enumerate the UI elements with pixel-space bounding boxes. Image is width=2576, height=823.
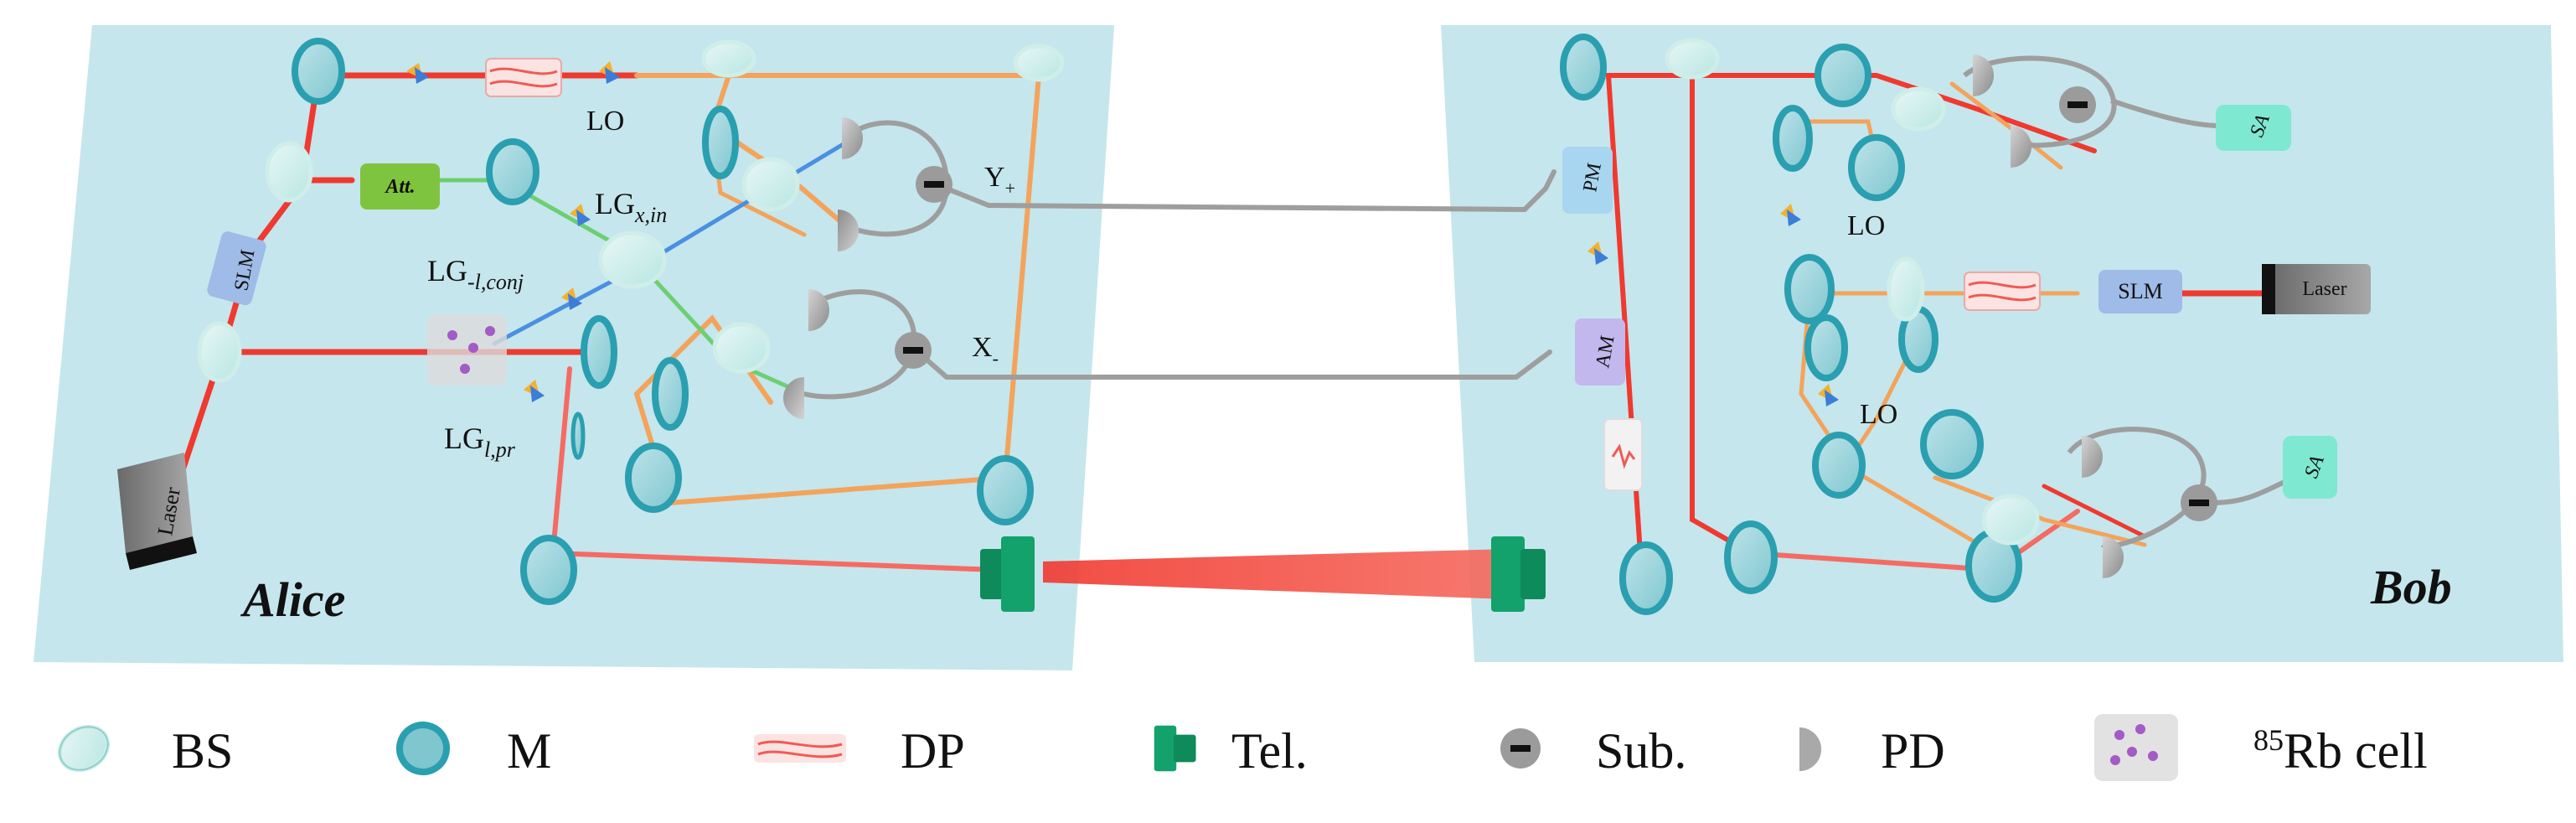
alice-dove-prism: [485, 58, 562, 97]
photodetector-icon: [783, 377, 804, 419]
alice-labels: LO LGx,in LG-l,conj LGl,pr Y+ X- Alice: [240, 106, 1015, 627]
beam-splitter-icon: [598, 230, 667, 289]
beam-splitter-icon: [197, 321, 242, 383]
bob-detector-cables: [1963, 55, 2296, 549]
bob-table: [1441, 25, 2563, 662]
bob-lo-label-1: LO: [1847, 210, 1885, 241]
alice-phase-elements: [406, 61, 620, 402]
bob-dove-prism: [1964, 272, 2041, 311]
classical-cables: [911, 169, 1556, 380]
alice-detectors: [783, 117, 952, 419]
bob-panel-title: Bob: [2370, 560, 2452, 614]
mirror-icon: [1815, 44, 1871, 107]
beam-splitter-icon: [741, 157, 800, 212]
photodetector-icon: [842, 117, 863, 159]
beam-splitter-icon: [712, 322, 771, 374]
beam-splitter-icon: [1665, 38, 1720, 80]
legend-label-rb: 85Rb cell: [2253, 723, 2428, 779]
mirror-icon: [1848, 134, 1905, 201]
beam-splitter-icon: [1981, 494, 2040, 546]
bob-labels: LO LO Bob: [1847, 210, 2452, 614]
bob-laser: Laser: [2262, 264, 2371, 314]
bob-beam-splitters: [1665, 38, 2040, 546]
bob-pm-label: PM: [1579, 161, 1606, 194]
alice-rb-cell: [427, 314, 507, 386]
mirror-icon: [1920, 409, 1984, 479]
mirror-icon: [625, 443, 682, 513]
bob-slm-label: SLM: [2118, 279, 2162, 303]
photodetector-icon: [808, 289, 829, 331]
legend-label-m: M: [507, 723, 552, 779]
photodetector-icon: [1799, 727, 1821, 771]
mirror-icon: [1784, 254, 1835, 324]
alice-telescope: [980, 536, 1035, 612]
mirror-icon: [1619, 541, 1673, 615]
legend-label-sub: Sub.: [1596, 723, 1687, 779]
beam-splitter-icon: [701, 39, 756, 78]
alice-lo-label: LO: [586, 106, 624, 137]
y-plus-label: Y+: [984, 162, 1015, 199]
alice-beam-splitters: [197, 39, 1065, 383]
bob-sa-2: SA: [2283, 436, 2337, 499]
mirror-icon: [292, 38, 345, 105]
alice-mirrors: [292, 38, 1034, 605]
beam-splitter-icon: [1013, 44, 1065, 82]
mirror-icon: [1560, 34, 1607, 101]
lg-conj-label: LG-l,conj: [427, 254, 524, 294]
mirror-icon: [486, 138, 539, 205]
beam-splitter-icon: [57, 724, 111, 773]
free-space-channel: [1043, 549, 1508, 599]
legend-label-tel: Tel.: [1231, 723, 1308, 779]
legend-label-bs: BS: [172, 723, 234, 779]
bob-sa-1: SA: [2216, 105, 2291, 151]
mirror-icon: [520, 535, 577, 605]
mirror-icon: [570, 412, 586, 460]
mirror-icon: [396, 722, 450, 775]
legend: BS M DP Tel. Sub. PD 85Rb cell: [0, 670, 2576, 823]
alice-attenuator: Att.: [360, 163, 440, 210]
photodetector-icon: [2103, 536, 2124, 578]
bob-detectors: [1973, 54, 2217, 578]
mirror-icon: [652, 357, 689, 431]
bob-laser-label: Laser: [2302, 278, 2346, 300]
lg-x-in-label: LGx,in: [595, 187, 667, 227]
mirror-icon: [1812, 432, 1866, 499]
beam-splitter-icon: [265, 141, 313, 203]
rb-cell-icon: [2094, 714, 2178, 781]
alice-panel-title: Alice: [240, 572, 345, 627]
lg-pr-label: LGl,pr: [444, 422, 516, 462]
mirror-icon: [977, 455, 1034, 525]
bob-telescope: [1491, 536, 1546, 612]
mirror-icon: [1724, 520, 1778, 594]
telescope-icon: [1154, 725, 1196, 772]
bob-lo-label-2: LO: [1860, 399, 1897, 430]
mirror-icon: [581, 315, 617, 389]
mirror-icon: [1773, 105, 1813, 172]
beam-splitter-icon: [1891, 86, 1946, 132]
photodetector-icon: [2011, 126, 2031, 168]
bob-am: AM: [1575, 318, 1625, 386]
beam-splitter-icon: [1887, 256, 1925, 322]
alice-laser: Laser: [117, 453, 197, 570]
alice-slm: SLM: [207, 231, 266, 306]
legend-label-dp: DP: [901, 723, 965, 779]
alice-att-label: Att.: [384, 176, 415, 198]
legend-label-pd: PD: [1881, 723, 1945, 779]
photodetector-icon: [1973, 54, 1994, 96]
bob-mirrors: [1560, 34, 2022, 615]
bob-phase-elements: [1587, 204, 1839, 406]
mirror-icon: [702, 106, 739, 179]
subtractor-icon: [1500, 728, 1541, 769]
photodetector-icon: [838, 210, 859, 251]
bob-slm: SLM: [2098, 270, 2182, 313]
dove-prism-icon: [754, 734, 846, 763]
bob-pm: PM: [1562, 147, 1613, 214]
photodetector-icon: [2082, 436, 2103, 478]
x-minus-label: X-: [972, 332, 999, 369]
mirror-icon: [1804, 314, 1848, 381]
bob-rf-element: [1603, 418, 1643, 491]
